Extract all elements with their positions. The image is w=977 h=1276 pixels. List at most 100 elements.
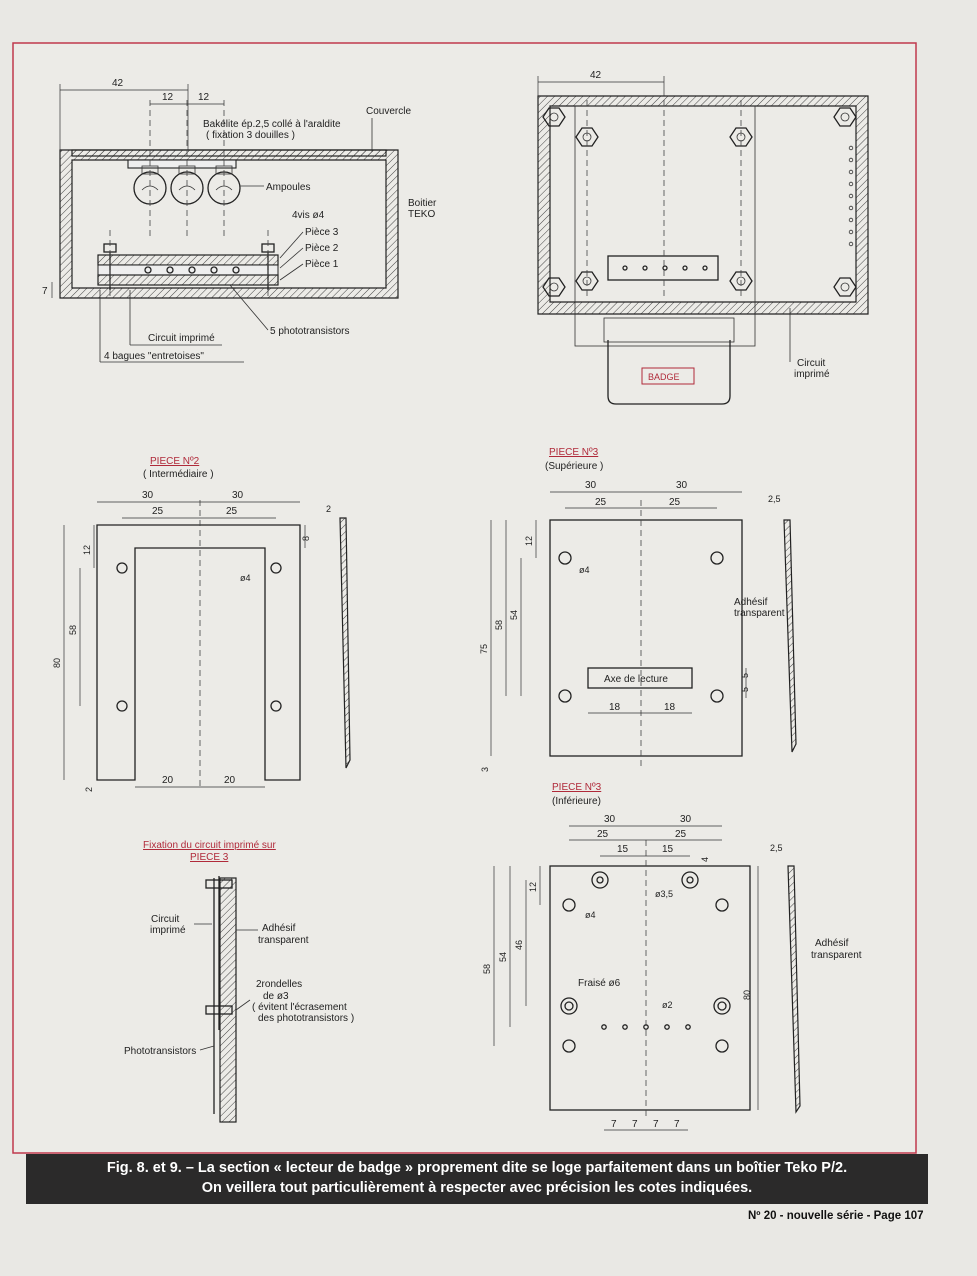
label-boitier: Boitier [408,198,437,209]
p3i-side-dim: 2,5 [770,843,783,853]
p3i-dim-25b: 25 [675,829,687,840]
piece2-subtitle: ( Intermédiaire ) [143,469,214,480]
dim-42: 42 [112,78,124,89]
piece-3-inf-drawing: PIECE Nº3 (Inférieure) 30 30 25 25 15 15… [482,782,862,1131]
fix-adhesif-2: transparent [258,935,309,946]
p2-dim-20a: 20 [162,775,174,786]
p3i-dim-15b: 15 [662,844,674,855]
piece-2-drawing: PIECE Nº2 ( Intermédiaire ) 30 30 25 25 … [52,456,351,792]
p3i-hole-2: ø2 [662,1000,673,1010]
p3s-side-view [783,519,797,753]
p2-dim-2: 2 [84,787,94,792]
p3i-dim-58: 58 [482,964,492,974]
bakelite-plate [127,159,237,169]
label-bakelite-note: ( fixation 3 douilles ) [206,130,295,141]
edge-connector-dots [848,145,854,247]
fix-rondelles: 2rondelles [256,979,302,990]
p3s-dim-25a: 25 [595,497,607,508]
dim-12b: 12 [198,92,210,103]
fix-phototransistors: Phototransistors [124,1046,196,1057]
p3i-dim-80: 80 [742,990,752,1000]
p3s-axe: Axe de lecture [604,674,668,685]
p3s-title: PIECE Nº3 [549,447,599,458]
figure-caption: Fig. 8. et 9. – La section « lecteur de … [26,1154,928,1204]
p2-dim-58: 58 [68,625,78,635]
p3i-hole-35: ø3,5 [655,889,673,899]
p3s-dim-12: 12 [524,536,534,546]
p3s-hole: ø4 [579,565,590,575]
p3i-dim-46: 46 [514,940,524,950]
top-dim-42: 42 [590,70,602,81]
dim-12a: 12 [162,92,174,103]
piece2-outline [96,524,301,781]
dim-7: 7 [42,286,48,297]
fix-circuit: Circuit [151,914,180,925]
fix-rondelles-3: ( évitent l'écrasement [252,1002,347,1013]
p3i-dim-7b: 7 [632,1119,638,1130]
p2-dim-20b: 20 [224,775,236,786]
label-piece3: Pièce 3 [305,227,339,238]
p3i-side-view [787,865,801,1114]
fix-piece3-section [219,877,237,1123]
p3s-dim-58: 58 [494,620,504,630]
lid-section [71,149,387,157]
p2-dim-8: 8 [301,536,311,541]
p3s-dim-75: 75 [479,644,489,654]
fix-rondelles-2: de ø3 [263,991,289,1002]
p3s-outline [549,519,743,757]
p3i-title: PIECE Nº3 [552,782,602,793]
top-circuit-label: Circuit [797,358,826,369]
p3i-adhesif-2: transparent [811,950,862,961]
p2-side-dim: 2 [326,504,331,514]
p2-dim-30b: 30 [232,490,244,501]
sensor-slot [607,255,719,281]
label-bagues: 4 bagues "entretoises" [104,351,204,362]
p3i-dim-30b: 30 [680,814,692,825]
fix-adhesif: Adhésif [262,923,296,934]
p3s-dim-5a: 5 [740,673,750,678]
p3s-dim-54: 54 [509,610,519,620]
piece-1-section [97,274,279,286]
p3i-outline [549,865,751,1111]
fix-screws [205,876,233,1030]
label-bakelite: Bakélite ép.2,5 collé à l'araldite [203,119,341,130]
p3i-dim-25a: 25 [597,829,609,840]
p3s-dim-5b: 5 [740,687,750,692]
label-teko: TEKO [408,209,435,220]
p2-hole: ø4 [240,573,251,583]
piece-3-sup-drawing: PIECE Nº3 (Supérieure ) 30 30 25 25 12 5… [479,447,797,772]
p3s-dim-30b: 30 [676,480,688,491]
p3i-dim-7a: 7 [611,1119,617,1130]
circuit-board-outline [574,105,756,347]
p3i-dim-7c: 7 [653,1119,659,1130]
piece2-title: PIECE Nº2 [150,456,200,467]
p2-dim-25a: 25 [152,506,164,517]
p2-dim-25b: 25 [226,506,238,517]
piece-2-section [97,264,279,276]
p3i-dim-12: 12 [528,882,538,892]
p3i-dim-7d: 7 [674,1119,680,1130]
badge-outline [607,340,731,405]
label-circuit: Circuit imprimé [148,333,215,344]
p3s-dim-30a: 30 [585,480,597,491]
p2-dim-12: 12 [82,545,92,555]
label-phototransistors: 5 phototransistors [270,326,350,337]
p3i-fraise: Fraisé ø6 [578,978,621,989]
caption-line-2: On veillera tout particulièrement à resp… [201,1180,753,1196]
top-view: 42 BADGE Circuit imprimé [537,70,869,405]
fix-rondelles-4: des phototransistors ) [258,1013,354,1024]
drawing-frame [12,42,917,1154]
label-piece1: Pièce 1 [305,259,339,270]
p3i-subtitle: (Inférieure) [552,796,601,807]
section-view: 42 12 12 7 Bakélite ép.2,5 collé à l'ara… [42,78,437,363]
label-ampoules: Ampoules [266,182,310,193]
badge-label: BADGE [648,372,680,382]
p3s-dim-25b: 25 [669,497,681,508]
label-piece2: Pièce 2 [305,243,339,254]
fix-circuit-2: imprimé [150,925,186,936]
p3s-subtitle: (Supérieure ) [545,461,603,472]
fix-title-2: PIECE 3 [190,852,229,863]
label-vis: 4vis ø4 [292,210,325,221]
p3i-dim-4: 4 [700,857,710,862]
